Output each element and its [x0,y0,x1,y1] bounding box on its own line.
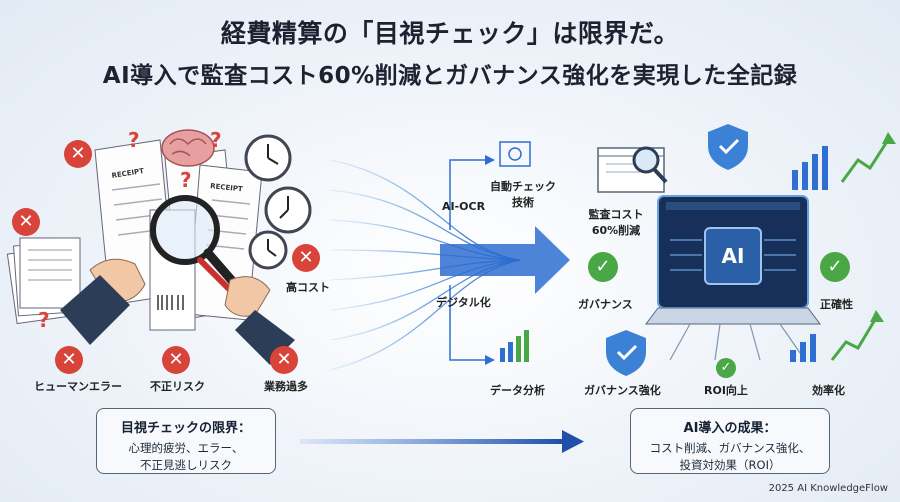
fraud-risk-label: 不正リスク [150,380,205,393]
auto-check-line-2: 技術 [512,196,534,209]
results-line-1: コスト削減、ガバナンス強化、 [649,441,811,455]
audit-cost-line-1: 監査コスト [588,208,644,221]
receipt-label-2: RECEIPT [210,182,243,193]
manual-check-limits-box: 目視チェックの限界： 心理的疲労、エラー、 不正見逃しリスク [96,408,276,474]
limits-heading: 目視チェックの限界： [120,421,251,436]
brain-icon [161,129,215,167]
auto-check-label: 自動チェック 技術 [488,178,558,210]
footer-credit: 2025 AI KnowledgeFlow [768,483,888,494]
audit-cost-label: 監査コスト 60%削減 [578,206,654,238]
efficiency-label: 効率化 [812,384,845,397]
growth-chart-icon [792,132,896,190]
flow-arrow-icon [440,226,570,294]
error-x-icon: ✕ [292,244,320,272]
accuracy-label: 正確性 [820,298,853,311]
question-mark-icon: ? [128,128,140,152]
limits-line-1: 心理的疲労、エラー、 [128,441,244,455]
governance-up-label: ガバナンス強化 [584,384,661,397]
audit-cost-line-2: 60%削減 [591,224,641,237]
manual-check-illustration: RECEIPT RECEIPT [6,129,312,365]
results-line-2: 投資対効果（ROI） [679,458,781,472]
question-mark-icon: ? [38,308,50,332]
limits-line-2: 不正見逃しリスク [140,458,232,472]
digitize-label: デジタル化 [436,296,491,309]
growth-chart-icon [790,310,884,362]
ai-transformation-flow [329,141,570,371]
error-x-icon: ✕ [64,140,92,168]
result-arrow-icon [300,430,584,453]
auto-check-line-1: 自動チェック [490,180,556,193]
ai-results-box: AI導入の成果： コスト削減、ガバナンス強化、 投資対効果（ROI） [630,408,830,474]
magnifying-glass-icon [150,195,245,295]
document-search-icon [597,146,668,193]
ai-chip-label: AI [722,244,745,268]
bar-chart-icon [500,330,529,362]
fraud-risk-x-icon: ✕ [162,346,190,374]
accuracy-check-icon: ✓ [820,252,850,282]
roi-check-icon: ✓ [716,358,736,378]
human-error-label: ヒューマンエラー [34,380,122,393]
data-analysis-label: データ分析 [490,384,545,397]
overwork-x-icon: ✕ [270,346,298,374]
title-line-2: AI導入で監査コスト60%削減とガバナンス強化を実現した全記録 [102,63,798,89]
auto-check-icon [499,141,531,167]
error-x-icon: ✕ [12,208,40,236]
shield-icon [606,330,646,376]
title-line-1: 経費精算の「目視チェック」は限界だ。 [220,19,680,48]
governance-label: ガバナンス [578,298,633,311]
clock-icon [244,134,312,270]
ai-chip-icon [645,195,821,361]
governance-check-icon: ✓ [588,252,618,282]
shield-icon [708,124,748,170]
ai-ocr-label: AI-OCR [442,200,486,213]
overwork-label: 業務過多 [264,380,308,393]
ai-results-illustration: AI [597,124,896,376]
question-mark-icon: ? [210,128,222,152]
results-heading: AI導入の成果： [683,421,777,436]
high-cost-label: 高コスト [286,281,330,294]
roi-up-label: ROI向上 [704,384,748,397]
hand-icon [60,258,295,365]
question-mark-icon: ? [180,168,192,192]
paper-stack-icon [6,237,81,325]
human-error-x-icon: ✕ [55,346,83,374]
